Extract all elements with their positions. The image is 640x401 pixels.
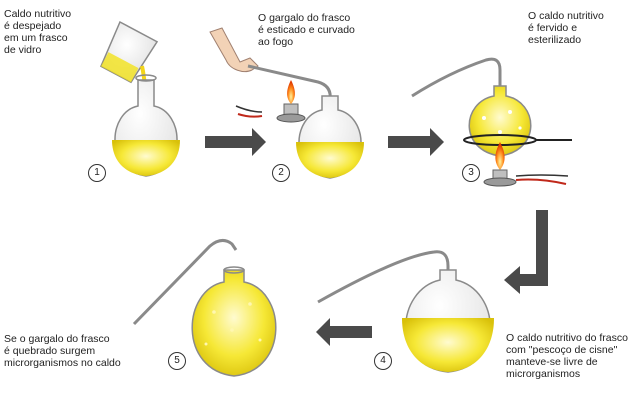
step-5-number: 5 bbox=[168, 352, 186, 370]
arrow-step-1-to-2 bbox=[205, 128, 266, 156]
swan-neck-3 bbox=[411, 57, 502, 98]
bunsen-burner-2 bbox=[235, 80, 306, 123]
step-1-number: 1 bbox=[88, 164, 106, 182]
step-2-number: 2 bbox=[272, 164, 290, 182]
step-4-caption: O caldo nutritivo do frasco com "pescoço… bbox=[506, 332, 628, 380]
step-3-number: 3 bbox=[462, 164, 480, 182]
step-1-illustration bbox=[100, 20, 180, 177]
step-2-illustration bbox=[209, 27, 364, 179]
step-4-number: 4 bbox=[374, 352, 392, 370]
flask-4 bbox=[402, 269, 494, 373]
step-2-caption: O gargalo do frasco é esticado e curvado… bbox=[258, 12, 355, 48]
step-5-illustration bbox=[132, 239, 277, 377]
step-1-caption: Caldo nutritivo é despejado em um frasco… bbox=[4, 8, 72, 56]
arrow-step-3-to-4 bbox=[504, 210, 548, 294]
step-4-illustration bbox=[317, 250, 494, 373]
beaker bbox=[100, 20, 159, 84]
swan-neck-4 bbox=[317, 250, 450, 304]
broken-neck-tube bbox=[132, 239, 238, 326]
step-3-illustration bbox=[411, 57, 572, 187]
hand bbox=[209, 27, 259, 73]
flask-5 bbox=[191, 266, 277, 377]
step-3-caption: O caldo nutritivo é fervido e esteriliza… bbox=[528, 10, 604, 46]
flask-2 bbox=[296, 95, 364, 179]
step-5-caption: Se o gargalo do frasco é quebrado surgem… bbox=[4, 333, 121, 369]
arrow-step-2-to-3 bbox=[388, 128, 444, 156]
bunsen-burner-3 bbox=[483, 142, 569, 187]
arrow-step-4-to-5 bbox=[316, 318, 372, 346]
flask-1 bbox=[112, 74, 180, 177]
